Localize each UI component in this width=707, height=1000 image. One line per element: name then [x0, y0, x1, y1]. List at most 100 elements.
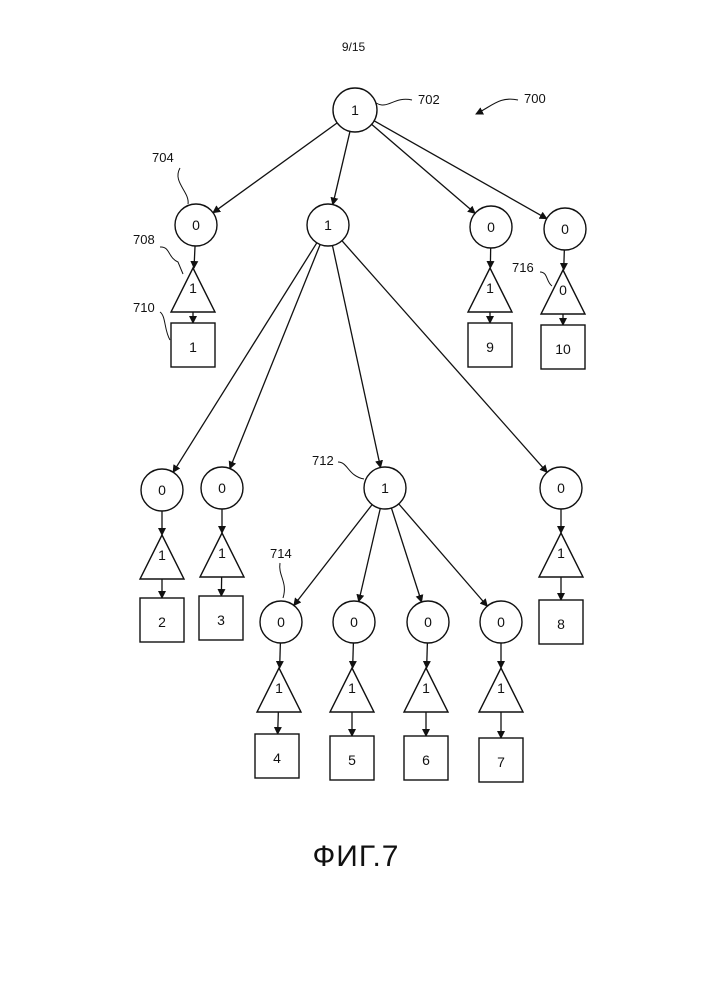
edge-c5-to-t5: [353, 643, 354, 668]
node-label: 1: [275, 680, 283, 696]
reference-leader-710: [160, 312, 170, 340]
circle-node-root: 1: [333, 88, 377, 132]
nodes-layer: 1011101900100120131018014015016017: [140, 88, 586, 782]
square-node-s3: 3: [199, 596, 243, 640]
node-label: 0: [192, 217, 200, 233]
node-label: 0: [557, 480, 565, 496]
edge-c704-to-t708: [194, 246, 195, 268]
node-label: 0: [497, 614, 505, 630]
reference-leader-702: [376, 99, 412, 105]
edge-c4-to-t4: [280, 643, 281, 668]
node-label: 1: [497, 680, 505, 696]
triangle-node-t4: 1: [257, 668, 301, 712]
edge-t4-to-s4: [278, 712, 279, 734]
circle-node-c7: 0: [480, 601, 522, 643]
reference-leader-704: [178, 168, 188, 204]
node-label: 6: [422, 752, 430, 768]
circle-node-c704: 0: [175, 204, 217, 246]
edge-root-to-mid: [333, 131, 350, 204]
triangle-node-t5: 1: [330, 668, 374, 712]
edge-c6-to-t6: [427, 643, 428, 668]
node-label: 4: [273, 750, 281, 766]
circle-node-c2: 0: [141, 469, 183, 511]
triangle-node-t708: 1: [171, 268, 215, 312]
node-label: 0: [350, 614, 358, 630]
node-label: 2: [158, 614, 166, 630]
node-label: 0: [158, 482, 166, 498]
reference-numeral: 704: [152, 150, 174, 165]
node-label: 1: [189, 280, 197, 296]
square-node-s6: 6: [404, 736, 448, 780]
square-node-s8: 8: [539, 600, 583, 644]
circle-node-c8: 0: [540, 467, 582, 509]
square-node-s9: 9: [468, 323, 512, 367]
reference-numeral: 710: [133, 300, 155, 315]
edge-n712-to-c4: [294, 505, 372, 606]
triangle-node-t3: 1: [200, 533, 244, 577]
triangle-node-t2: 1: [140, 535, 184, 579]
node-label: 9: [486, 339, 494, 355]
figure-caption: ФИГ.7: [0, 840, 707, 874]
edge-n712-to-c5: [359, 508, 381, 601]
reference-leader-716: [540, 272, 552, 286]
circle-node-c6: 0: [407, 601, 449, 643]
edge-mid-to-c3: [230, 244, 320, 468]
node-label: 1: [351, 102, 359, 118]
triangle-node-t8: 1: [539, 533, 583, 577]
reference-leader-712: [338, 462, 364, 479]
node-label: 0: [218, 480, 226, 496]
circle-node-n712: 1: [364, 467, 406, 509]
reference-numeral: 712: [312, 453, 334, 468]
node-label: 1: [324, 217, 332, 233]
edge-n712-to-c7: [399, 504, 488, 606]
node-label: 0: [487, 219, 495, 235]
figure-reference-numeral: 700: [524, 91, 546, 106]
node-label: 10: [555, 341, 571, 357]
reference-numeral: 714: [270, 546, 292, 561]
square-node-s5: 5: [330, 736, 374, 780]
reference-numeral: 708: [133, 232, 155, 247]
square-node-s10: 10: [541, 325, 585, 369]
node-label: 7: [497, 754, 505, 770]
circle-node-c5: 0: [333, 601, 375, 643]
edge-n712-to-c6: [391, 508, 421, 602]
node-label: 1: [381, 480, 389, 496]
edge-root-to-c704: [213, 123, 337, 213]
node-label: 1: [348, 680, 356, 696]
edge-mid-to-c8: [342, 241, 547, 473]
reference-leader-708: [160, 247, 183, 274]
node-label: 5: [348, 752, 356, 768]
edge-mid-to-n712: [332, 246, 380, 468]
node-label: 8: [557, 616, 565, 632]
figure-reference-arrow: [476, 99, 518, 114]
node-label: 0: [559, 282, 567, 298]
node-label: 1: [189, 339, 197, 355]
circle-node-mid: 1: [307, 204, 349, 246]
reference-numeral: 716: [512, 260, 534, 275]
node-label: 1: [557, 545, 565, 561]
node-label: 1: [218, 545, 226, 561]
node-label: 0: [424, 614, 432, 630]
triangle-node-t6: 1: [404, 668, 448, 712]
node-label: 1: [486, 280, 494, 296]
circle-node-c9: 0: [470, 206, 512, 248]
triangle-node-t10: 0: [541, 270, 585, 314]
edge-c10-to-t10: [564, 250, 565, 270]
triangle-node-t7: 1: [479, 668, 523, 712]
circle-node-c10: 0: [544, 208, 586, 250]
edge-root-to-c10: [374, 121, 547, 219]
node-label: 0: [561, 221, 569, 237]
square-node-s2: 2: [140, 598, 184, 642]
node-label: 3: [217, 612, 225, 628]
node-label: 1: [158, 547, 166, 563]
node-label: 1: [422, 680, 430, 696]
circle-node-c4: 0: [260, 601, 302, 643]
reference-numeral: 702: [418, 92, 440, 107]
triangle-node-t9: 1: [468, 268, 512, 312]
square-node-s4: 4: [255, 734, 299, 778]
node-label: 0: [277, 614, 285, 630]
square-node-s1: 1: [171, 323, 215, 367]
square-node-s7: 7: [479, 738, 523, 782]
reference-leader-714: [280, 563, 285, 598]
